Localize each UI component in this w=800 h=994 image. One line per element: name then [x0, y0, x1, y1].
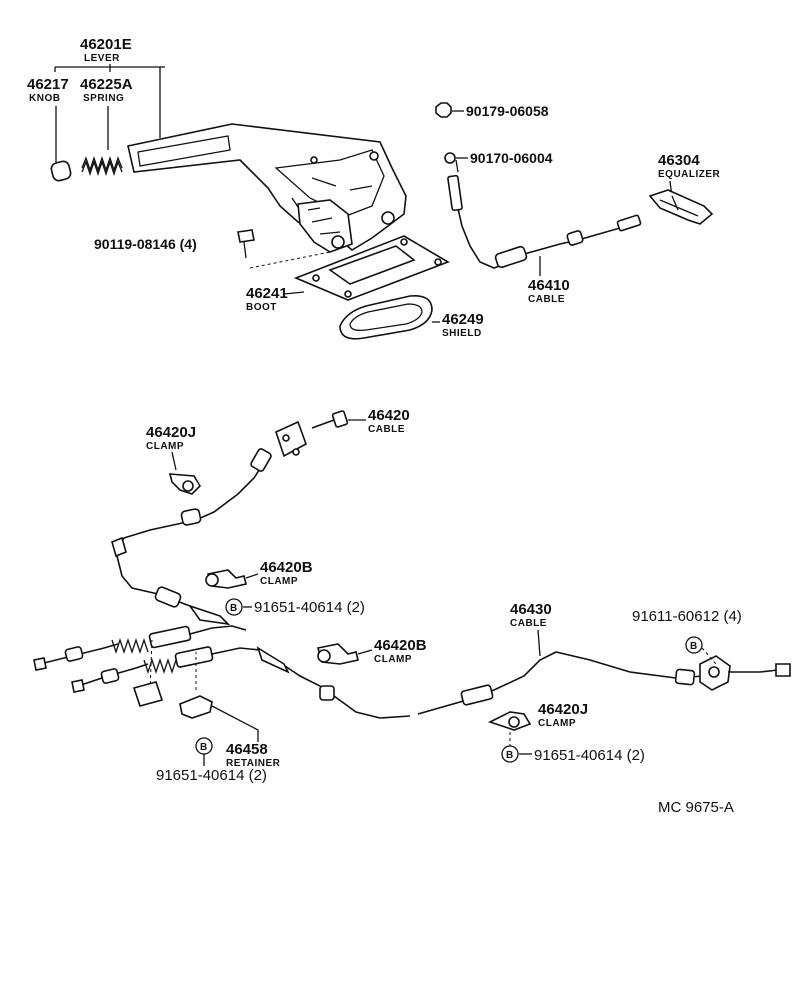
bolt-right-badge: B	[690, 641, 697, 652]
clamp-b-mid-part: 46420B CLAMP	[316, 637, 427, 665]
lever-leader-line	[54, 64, 165, 138]
shield-name: SHIELD	[442, 328, 482, 339]
boot-part-number: 46241	[246, 285, 288, 302]
clamp-j-upper-name: CLAMP	[146, 441, 184, 452]
bolt-right-part-number: 91611-60612 (4)	[632, 608, 742, 625]
equalizer-name: EQUALIZER	[658, 169, 721, 180]
bolt-lower-right-part-number: 91651-40614 (2)	[534, 747, 645, 764]
bolt-upper-badge: B	[230, 603, 237, 614]
retainer-part-number: 46458	[226, 741, 268, 758]
cable-46430-name: CABLE	[510, 618, 547, 629]
bolt-badge-icon	[501, 745, 519, 763]
front-cable-part: 46410 CABLE	[447, 159, 642, 305]
rear-left-cables-part	[33, 625, 411, 719]
clamp-b-mid-part-number: 46420B	[374, 637, 427, 654]
spring-part-number: 46225A	[80, 76, 133, 93]
bolt-lower-right-part: B 91651-40614 (2)	[501, 732, 645, 764]
lever-bolt-part-number: 90119-08146 (4)	[94, 236, 197, 252]
front-cable-part-number: 46410	[528, 277, 570, 294]
bolt-lower-right-badge: B	[506, 750, 513, 761]
bolt-lower-left-part: B 91651-40614 (2)	[156, 737, 267, 784]
boot-part: 46241 BOOT	[246, 235, 450, 313]
bolt-badge-icon	[685, 636, 703, 654]
lever-part-number: 46201E	[80, 36, 132, 53]
bolt-lower-left-part-number: 91651-40614 (2)	[156, 767, 267, 784]
clamp-b-upper-name: CLAMP	[260, 576, 298, 587]
equalizer-part-number: 46304	[658, 152, 700, 169]
bolt-upper-part-number: 91651-40614 (2)	[254, 599, 365, 616]
washer-part: 90170-06004	[444, 150, 553, 166]
washer-part-number: 90170-06004	[470, 150, 553, 166]
retainer-name: RETAINER	[226, 758, 281, 769]
equalizer-part: 46304 EQUALIZER	[648, 152, 721, 225]
knob-spring-leader-lines	[55, 106, 109, 162]
shield-part: 46249 SHIELD	[339, 294, 484, 340]
lever-label-group: 46201E LEVER 46217 KNOB 46225A SPRING	[27, 36, 165, 162]
diagram-code: MC 9675-A	[658, 799, 734, 816]
cable-46430-part: 46430 CABLE	[417, 601, 791, 715]
lever-name: LEVER	[84, 53, 120, 64]
spring-name: SPRING	[83, 93, 124, 104]
bolt-badge-icon	[225, 598, 243, 616]
knob-name: KNOB	[29, 93, 60, 104]
bolt-right-part: 91611-60612 (4) B	[632, 608, 742, 665]
cable-46420-name: CABLE	[368, 424, 405, 435]
clamp-b-upper-part: 46420B CLAMP	[205, 559, 313, 589]
clamp-j-upper-part-number: 46420J	[146, 424, 196, 441]
retainer-part: 46458 RETAINER	[132, 681, 281, 769]
nut-part-number: 90179-06058	[466, 103, 549, 119]
knob-part	[50, 160, 72, 182]
cable-46430-part-number: 46430	[510, 601, 552, 618]
front-cable-name: CABLE	[528, 294, 565, 305]
bolt-lower-left-badge: B	[200, 742, 207, 753]
lever-bolt-part: 90119-08146 (4)	[94, 229, 331, 269]
spring-part	[81, 155, 123, 177]
clamp-j-lower-name: CLAMP	[538, 718, 576, 729]
parking-brake-lever	[127, 123, 407, 253]
cable-46420-part-number: 46420	[368, 407, 410, 424]
cable-46420-part: 46420 CABLE	[111, 407, 410, 626]
knob-part-number: 46217	[27, 76, 69, 93]
clamp-j-upper-part: 46420J CLAMP	[146, 424, 202, 495]
clamp-b-upper-part-number: 46420B	[260, 559, 313, 576]
shield-part-number: 46249	[442, 311, 484, 328]
clamp-j-lower-part: 46420J CLAMP	[487, 701, 588, 731]
nut-part: 90179-06058	[435, 102, 549, 119]
clamp-b-mid-name: CLAMP	[374, 654, 412, 665]
boot-name: BOOT	[246, 302, 277, 313]
bolt-upper-part: B 91651-40614 (2)	[225, 598, 365, 616]
clamp-j-lower-part-number: 46420J	[538, 701, 588, 718]
